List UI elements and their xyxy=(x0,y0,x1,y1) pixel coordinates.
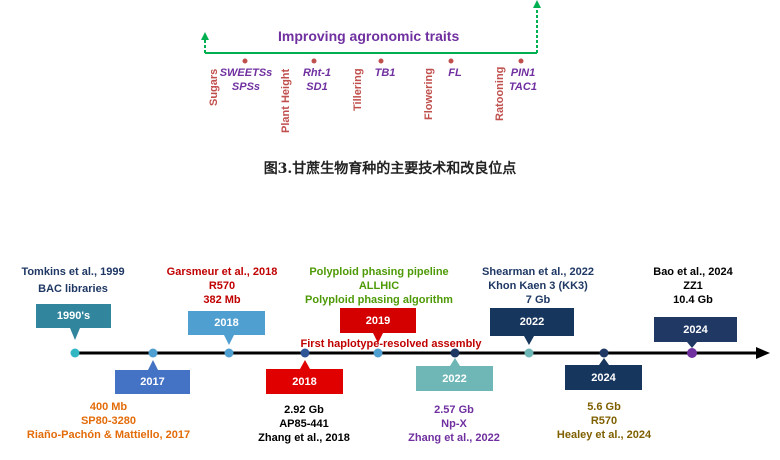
event-line: R570 xyxy=(208,280,236,292)
event-label-2024-bao: Bao et al., 2024 ZZ1 10.4 Gb xyxy=(634,265,752,307)
callout-pointer xyxy=(300,360,310,369)
gene-line: PIN1 xyxy=(510,67,536,79)
callout-pointer xyxy=(148,360,158,370)
timeline-node-2022a xyxy=(450,348,460,358)
event-line: R570 xyxy=(590,415,618,427)
gene-line: TAC1 xyxy=(509,81,537,93)
gene-line: Rht-1 xyxy=(302,67,332,79)
year-box-2018b: 2018 xyxy=(266,369,343,394)
event-line: ALLHIC xyxy=(358,280,400,292)
callout-pointer xyxy=(687,342,697,348)
event-line: Polyploid phasing pipeline xyxy=(309,266,449,278)
timeline-node-2024a xyxy=(599,348,609,358)
event-line: 7 Gb xyxy=(525,294,551,306)
event-line: Polyploid phasing algorithm xyxy=(305,294,453,306)
trait-dot xyxy=(378,58,384,64)
year-box-2022b: 2022 xyxy=(490,308,574,336)
trait-label-flowering: Flowering xyxy=(423,68,435,120)
event-label-2018-garsmeur: Garsmeur et al., 2018 R570 382 Mb xyxy=(160,265,284,307)
trait-dot xyxy=(242,58,248,64)
gene-line: SWEETSs xyxy=(219,67,273,79)
event-line: Tomkins et al., 1999 xyxy=(21,266,125,278)
event-label-1990s: Tomkins et al., 1999 BAC libraries xyxy=(14,265,132,296)
timeline-node-2017 xyxy=(148,348,158,358)
event-line: Np-X xyxy=(441,418,467,430)
callout-pointer xyxy=(224,335,234,345)
event-line: 382 Mb xyxy=(203,294,241,306)
callout-pointer xyxy=(599,358,609,365)
event-label-2024-healey: 5.6 Gb R570 Healey et al., 2024 xyxy=(542,400,666,442)
year-box-1990s: 1990's xyxy=(36,304,111,328)
callout-pointer xyxy=(70,328,80,340)
timeline-node-2022b xyxy=(524,348,534,358)
callout-pointer xyxy=(450,358,460,366)
banner-left-arrowhead xyxy=(201,32,209,40)
event-line: ZZ1 xyxy=(683,280,703,292)
event-label-2022-zhang: 2.57 Gb Np-X Zhang et al., 2022 xyxy=(392,403,516,445)
timeline-node-2019 xyxy=(373,348,383,358)
gene-label: SWEETSs SPSs xyxy=(218,66,274,94)
banner-title: Improving agronomic traits xyxy=(278,28,460,44)
year-box-2024a: 2024 xyxy=(565,365,642,390)
timeline-node-2018b xyxy=(300,348,310,358)
event-line: SP80-3280 xyxy=(80,415,137,427)
year-box-2024b: 2024 xyxy=(654,317,737,342)
callout-pointer xyxy=(373,333,383,343)
callout-pointer xyxy=(524,336,534,345)
event-label-2018-zhang: 2.92 Gb AP85-441 Zhang et al., 2018 xyxy=(244,403,364,445)
event-label-2022-shearman: Shearman et al., 2022 Khon Kaen 3 (KK3) … xyxy=(476,265,600,307)
gene-label: FL xyxy=(443,66,467,80)
banner-right-arrowhead xyxy=(533,0,541,8)
gene-line: SPSs xyxy=(231,81,261,93)
event-line: 2.92 Gb xyxy=(284,404,324,416)
event-line: Riaño-Pachón & Mattiello, 2017 xyxy=(26,429,191,441)
event-line: Shearman et al., 2022 xyxy=(482,266,594,278)
gene-line: SD1 xyxy=(306,81,328,93)
year-box-2019: 2019 xyxy=(340,308,416,333)
gene-label: TB1 xyxy=(370,66,400,80)
event-line: 400 Mb xyxy=(89,401,128,413)
event-line: BAC libraries xyxy=(38,283,108,295)
event-label-2019: Polyploid phasing pipeline ALLHIC Polypl… xyxy=(296,265,462,307)
gene-label: PIN1 TAC1 xyxy=(506,66,540,94)
year-box-2017: 2017 xyxy=(115,370,190,394)
gene-line: TB1 xyxy=(374,67,396,79)
event-line: Bao et al., 2024 xyxy=(653,266,733,278)
timeline-node-2018a xyxy=(224,348,234,358)
timeline-arrowhead xyxy=(756,347,770,359)
event-line: 5.6 Gb xyxy=(587,401,621,413)
gene-label: Rht-1 SD1 xyxy=(299,66,335,94)
gene-line: FL xyxy=(448,67,462,79)
trait-label-plant-height: Plant Height xyxy=(280,68,292,133)
trait-dot xyxy=(311,58,317,64)
event-line: 10.4 Gb xyxy=(673,294,713,306)
figure-caption: 图3.甘蔗生物育种的主要技术和改良位点 xyxy=(263,161,517,177)
year-box-2022a: 2022 xyxy=(416,366,493,391)
trait-label-tillering: Tillering xyxy=(352,68,364,111)
year-box-2018a: 2018 xyxy=(188,311,265,335)
event-label-2017: 400 Mb SP80-3280 Riaño-Pachón & Mattiell… xyxy=(27,400,260,442)
event-line: Zhang et al., 2022 xyxy=(408,432,500,444)
trait-label-ratooning: Ratooning xyxy=(494,66,506,121)
timeline-node-2024b xyxy=(687,348,697,358)
event-line: AP85-441 xyxy=(279,418,329,430)
event-line: Healey et al., 2024 xyxy=(556,429,652,441)
trait-dot xyxy=(448,58,454,64)
event-label-haplotype: First haplotype-resolved assembly xyxy=(300,338,482,350)
event-line: Khon Kaen 3 (KK3) xyxy=(488,280,588,292)
event-line: 2.57 Gb xyxy=(434,404,474,416)
event-line: Garsmeur et al., 2018 xyxy=(166,266,278,278)
event-line: Zhang et al., 2018 xyxy=(258,432,350,444)
trait-dot xyxy=(518,58,524,64)
timeline-node-1990s xyxy=(70,348,80,358)
